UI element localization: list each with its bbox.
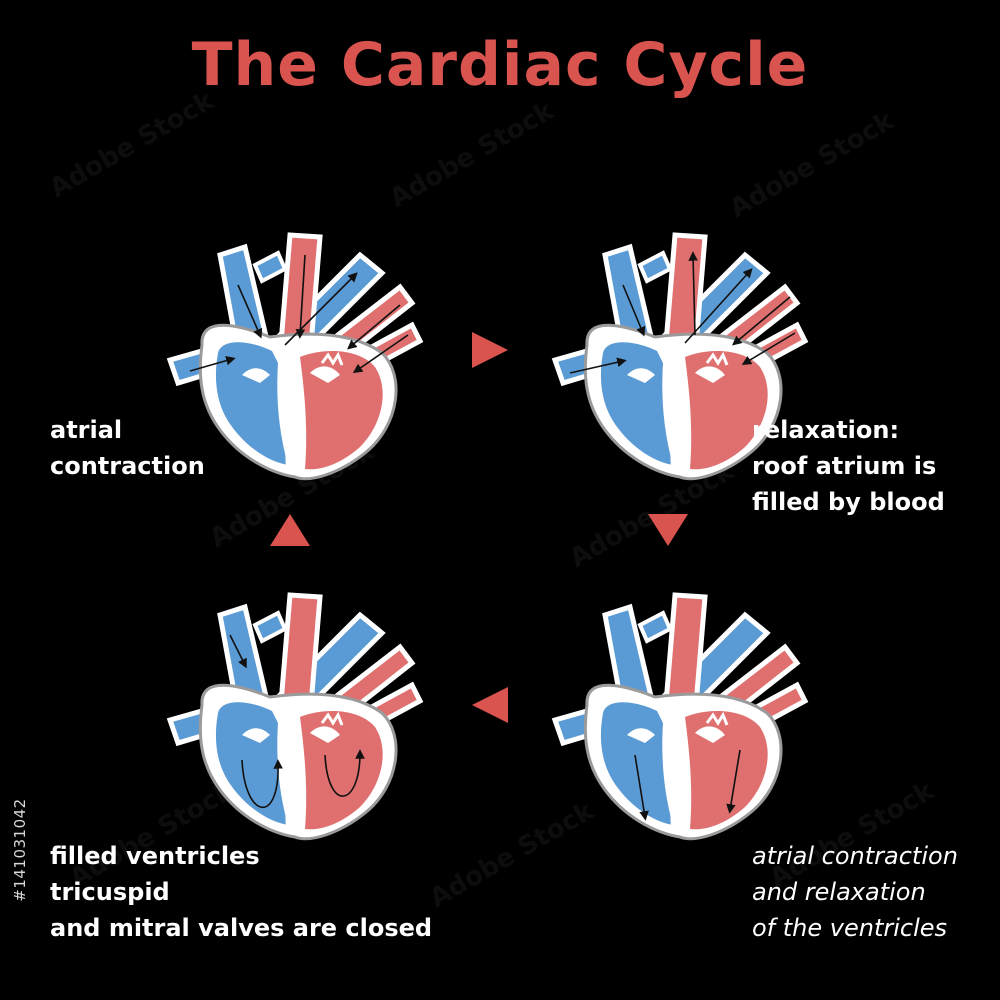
aortic-valve — [320, 711, 344, 726]
flow-arrow — [732, 296, 791, 346]
mitral-valve — [695, 726, 725, 743]
mitral-valve — [310, 726, 340, 743]
label-line: and relaxation — [752, 878, 926, 906]
flow-arrow — [622, 284, 646, 337]
tricuspid-valve — [627, 728, 655, 743]
flow-arrow — [741, 332, 796, 365]
septum — [667, 354, 683, 474]
mitral-valve — [310, 366, 340, 383]
stage-label-relaxation: relaxation: roof atrium is filled by blo… — [752, 412, 945, 520]
septum — [282, 354, 298, 474]
heart-diagram-filled-ventricles — [166, 592, 424, 841]
watermark-tile: Adobe Stock — [384, 96, 559, 214]
stage-label-ventricle-relaxation: atrial contraction and relaxation of the… — [752, 838, 958, 946]
heart-diagram-atrial-contraction — [166, 232, 424, 481]
stage-label-atrial-contraction: atrial contraction — [50, 412, 205, 484]
tricuspid-valve — [242, 728, 270, 743]
flow-arrow — [352, 334, 409, 374]
septum — [282, 714, 298, 834]
vessel-branch — [637, 250, 673, 284]
flow-arrow — [569, 357, 627, 374]
label-line: atrial — [50, 416, 123, 444]
aortic-valve — [705, 711, 729, 726]
tricuspid-valve — [627, 368, 655, 383]
vessel-branch — [637, 610, 673, 644]
flow-arrow — [241, 759, 283, 809]
left-heart-chambers — [685, 351, 768, 470]
vessel-branch — [252, 610, 288, 644]
vessel-branch — [252, 250, 288, 284]
left-heart-chambers — [300, 351, 383, 470]
label-line: of the ventricles — [752, 914, 948, 942]
mitral-valve — [695, 366, 725, 383]
tricuspid-valve — [242, 368, 270, 383]
flow-arrow — [284, 272, 358, 346]
label-line: relaxation: — [752, 416, 900, 444]
stock-id-watermark: #141031042 — [8, 770, 32, 930]
septum — [667, 714, 683, 834]
left-heart-chambers — [685, 711, 768, 830]
right-heart-chambers — [600, 342, 673, 465]
watermark-tile: Adobe Stock — [724, 106, 899, 224]
label-line: contraction — [50, 452, 205, 480]
label-line: and mitral valves are closed — [50, 914, 433, 942]
label-line: tricuspid — [50, 878, 170, 906]
heart-diagram-relaxation — [551, 232, 809, 481]
flow-arrow — [324, 749, 365, 797]
watermark-tile: Adobe Stock — [44, 86, 219, 204]
flow-arrow — [634, 754, 649, 821]
label-line: filled ventricles — [50, 842, 260, 870]
stage-label-filled-ventricles: filled ventricles tricuspid and mitral v… — [50, 838, 432, 946]
flow-arrow — [229, 634, 247, 669]
label-line: filled by blood — [752, 488, 945, 516]
left-heart-chambers — [300, 711, 383, 830]
right-heart-chambers — [215, 342, 288, 465]
aortic-valve — [705, 351, 729, 366]
cycle-arrow-down — [648, 514, 688, 546]
aortic-valve — [320, 351, 344, 366]
heart-diagram-ventricle-relaxation — [551, 592, 809, 841]
flow-arrow — [684, 268, 753, 344]
flow-arrow — [295, 254, 306, 339]
flow-arrow — [237, 284, 263, 339]
flow-arrow — [726, 749, 741, 814]
right-heart-chambers — [215, 702, 288, 825]
flow-arrow — [347, 304, 401, 350]
cycle-arrow-right — [472, 332, 508, 368]
flow-arrow — [189, 355, 236, 372]
stock-id-text: #141031042 — [11, 798, 29, 902]
page-title: The Cardiac Cycle — [191, 30, 809, 100]
cycle-arrow-left — [472, 687, 508, 723]
cycle-arrow-up — [270, 514, 310, 546]
flow-arrow — [688, 251, 698, 336]
label-line: roof atrium is — [752, 452, 937, 480]
label-line: atrial contraction — [752, 842, 958, 870]
